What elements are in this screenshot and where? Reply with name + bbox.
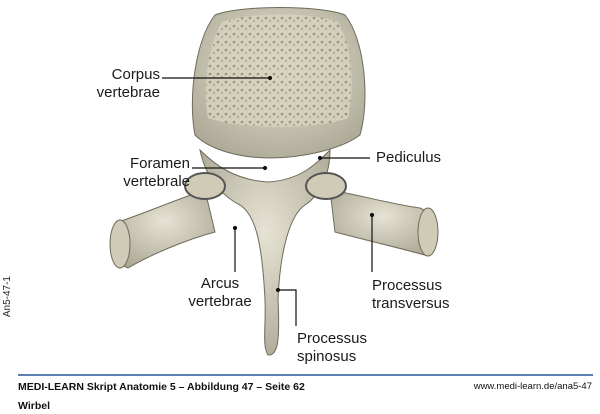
transverse-process-right — [329, 189, 439, 257]
label-line: Processus — [372, 277, 443, 294]
label-corpus-vertebrae: Corpus vertebrae — [90, 66, 160, 102]
footer-title: Wirbel — [18, 400, 50, 412]
label-arcus-vertebrae: Arcus vertebrae — [185, 275, 255, 311]
label-line: vertebrae — [96, 84, 160, 101]
label-processus-spinosus: Processus spinosus — [297, 330, 367, 366]
articular-facet-right — [305, 172, 347, 200]
label-line: Arcus — [200, 275, 240, 292]
footer-url[interactable]: www.medi-learn.de/ana5-47 — [473, 381, 592, 392]
footer-divider — [18, 374, 593, 376]
label-pediculus: Pediculus — [376, 149, 442, 166]
vertebral-arch — [199, 148, 331, 356]
articular-facet-left — [184, 172, 226, 200]
vertebral-body-surface — [205, 14, 352, 127]
label-line: Processus — [297, 330, 368, 347]
label-line: Corpus — [111, 66, 160, 83]
figure-code: An5-47-1 — [2, 276, 13, 318]
leader-lines — [162, 75, 375, 326]
label-foramen-vertebrale: Foramen vertebrale — [100, 155, 190, 191]
transverse-process-left — [109, 189, 216, 269]
footer-caption: MEDI-LEARN Skript Anatomie 5 – Abbildung… — [18, 381, 305, 393]
label-line: transversus — [372, 295, 450, 312]
label-line: vertebrale — [123, 173, 190, 190]
label-line: spinosus — [297, 348, 357, 365]
label-processus-transversus: Processus transversus — [372, 277, 450, 313]
label-line: Foramen — [129, 155, 190, 172]
label-line: vertebrae — [188, 293, 252, 310]
